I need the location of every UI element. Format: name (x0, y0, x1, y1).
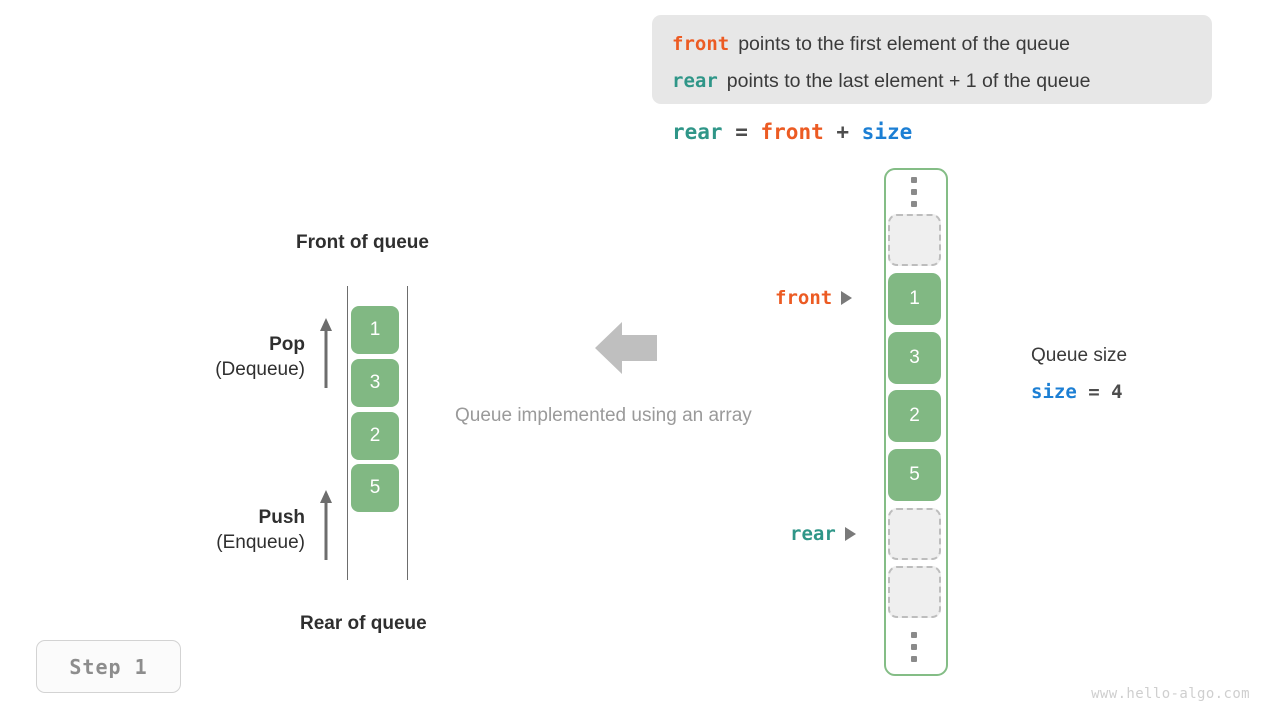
array-cell-filled: 5 (888, 449, 941, 501)
size-equals: = (1076, 381, 1112, 403)
queue-size-expression: size = 4 (1031, 381, 1123, 403)
front-keyword: front (672, 33, 730, 55)
array-container (884, 168, 948, 676)
front-pointer: front (775, 287, 853, 309)
push-up-arrow-icon (320, 490, 332, 560)
size-value: 4 (1111, 381, 1123, 403)
watermark: www.hello-algo.com (1091, 686, 1250, 702)
rear-description: points to the last element + 1 of the qu… (726, 70, 1091, 92)
push-label: Push (258, 507, 305, 528)
rear-keyword: rear (672, 70, 718, 92)
vertical-ellipsis-icon-bottom (908, 632, 920, 662)
rear-pointer-label: rear (790, 523, 836, 545)
queue-rail-left (347, 286, 348, 580)
queue-cell: 5 (351, 464, 399, 512)
vertical-ellipsis-icon-top (908, 177, 920, 207)
formula-equals: = (722, 120, 761, 144)
size-variable: size (1031, 381, 1077, 403)
array-cell-empty (888, 214, 941, 266)
rear-pointer-arrow-icon (844, 527, 856, 541)
array-cell-filled: 1 (888, 273, 941, 325)
pop-label: Pop (269, 334, 305, 355)
front-pointer-arrow-icon (841, 291, 853, 305)
formula-rear: rear (672, 120, 723, 144)
queue-cell: 3 (351, 359, 399, 407)
push-operation-group: Push (Enqueue) (150, 507, 305, 554)
formula-front: front (760, 120, 824, 144)
pop-sublabel: (Dequeue) (215, 359, 305, 380)
array-cell-empty (888, 566, 941, 618)
front-of-queue-label: Front of queue (296, 232, 429, 253)
array-cell-filled: 3 (888, 332, 941, 384)
step-badge: Step 1 (36, 640, 181, 693)
formula-plus: + (823, 120, 862, 144)
note-line-front: front points to the first element of the … (672, 26, 1192, 63)
push-sublabel: (Enqueue) (216, 532, 305, 553)
pop-up-arrow-icon (320, 318, 332, 388)
rear-pointer: rear (790, 523, 856, 545)
implementation-caption: Queue implemented using an array (455, 405, 752, 426)
pop-operation-group: Pop (Dequeue) (150, 334, 305, 381)
left-arrow-icon (595, 322, 657, 374)
rear-of-queue-label: Rear of queue (300, 613, 427, 634)
rear-formula: rear = front + size (672, 120, 912, 144)
array-cell-empty (888, 508, 941, 560)
array-cell-filled: 2 (888, 390, 941, 442)
front-description: points to the first element of the queue (738, 33, 1070, 55)
queue-size-label: Queue size (1031, 345, 1128, 366)
formula-size: size (861, 120, 913, 144)
queue-cell: 2 (351, 412, 399, 460)
pointer-definition-note: front points to the first element of the … (652, 15, 1212, 104)
front-pointer-label: front (775, 287, 833, 309)
queue-rail-right (407, 286, 408, 580)
note-line-rear: rear points to the last element + 1 of th… (672, 63, 1192, 100)
queue-cell: 1 (351, 306, 399, 354)
